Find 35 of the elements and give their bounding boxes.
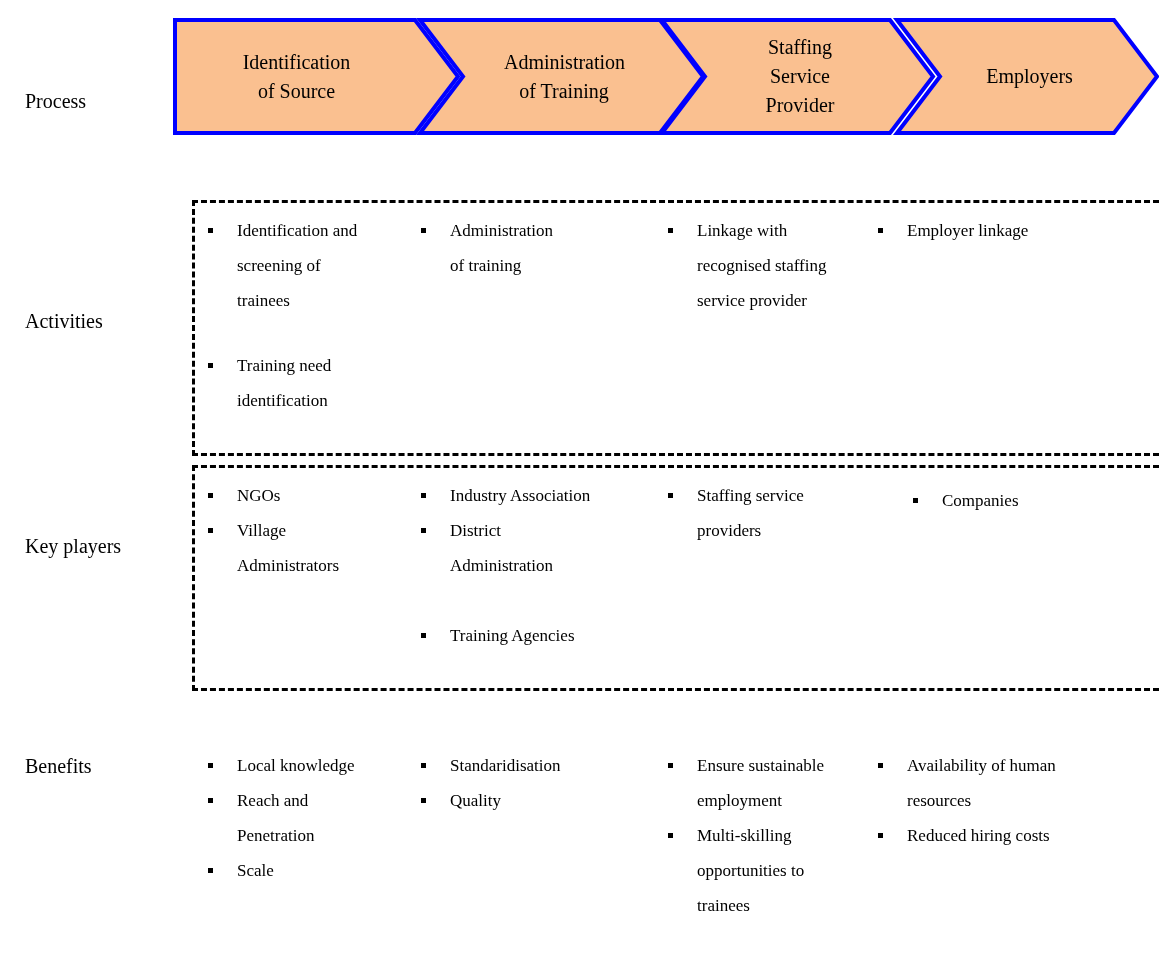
bullet-item: District Administration (450, 520, 554, 577)
process-label: Staffing Service Provider (764, 35, 836, 118)
bullet-item: NGOs (237, 485, 282, 507)
process-step (173, 18, 460, 135)
process-label: Employers (985, 64, 1074, 90)
row-heading: Key players (25, 535, 122, 558)
process-label: Administration of Training (504, 49, 624, 105)
bullet-item: Village Administrators (237, 520, 340, 577)
bullet-item: Training need identification (237, 355, 333, 412)
bullet-item: Linkage with recognised staffing service provider (697, 220, 828, 312)
row-heading: Process (25, 90, 87, 113)
bullet-item: Staffing service providers (697, 485, 805, 542)
bullet-item: Standaridisation (450, 755, 562, 777)
process-step (660, 18, 935, 135)
bullet-item: Industry Association (450, 485, 592, 507)
bullet-item: Multi-skilling opportunities to trainees (697, 825, 806, 917)
bullet-item: Identification and screening of trainees (237, 220, 359, 312)
bullet-item: Scale (237, 860, 275, 882)
bullet-item: Quality (450, 790, 502, 812)
bullet-item: Administration of training (450, 220, 554, 277)
process-label: Identification of Source (241, 49, 352, 104)
dashed-group-box (192, 200, 1159, 456)
row-heading: Benefits (25, 755, 92, 778)
process-step (418, 18, 705, 135)
bullet-item: Local knowledge (237, 755, 356, 777)
row-heading: Activities (25, 310, 103, 333)
bullet-item: Availability of human resources (907, 755, 1057, 812)
bullet-item: Reduced hiring costs (907, 825, 1051, 847)
bullet-item: Employer linkage (907, 220, 1030, 242)
bullet-item: Reach and Penetration (237, 790, 316, 847)
dashed-group-box (192, 465, 1159, 691)
bullet-item: Training Agencies (450, 625, 576, 647)
bullet-item: Ensure sustainable employment (697, 755, 825, 812)
bullet-item: Companies (942, 490, 1020, 512)
process-step (895, 18, 1159, 135)
